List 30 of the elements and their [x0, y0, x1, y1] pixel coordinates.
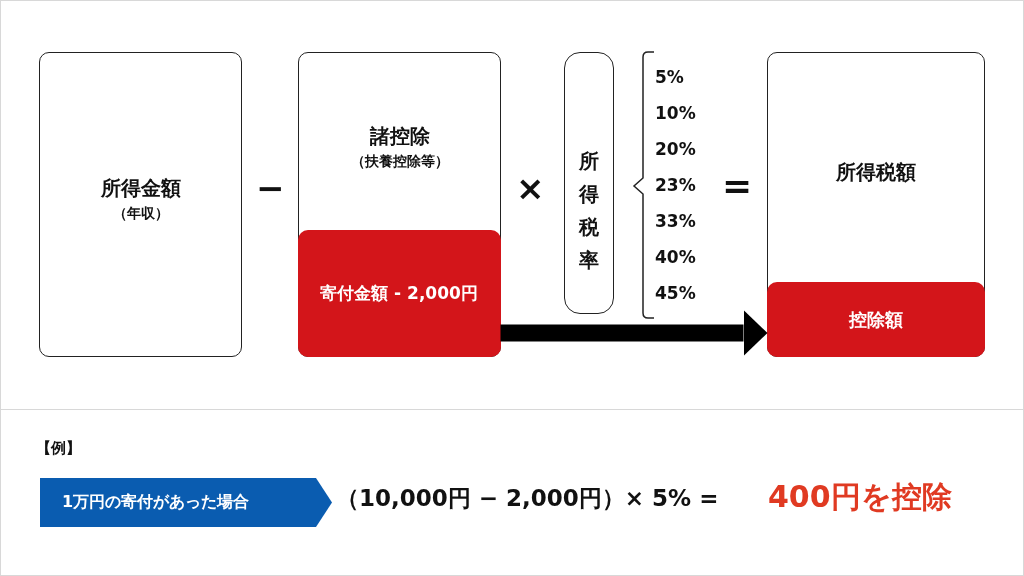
income-box: [39, 52, 242, 357]
example-heading: 【例】: [36, 440, 81, 457]
formula-text: （10,000円 − 2,000円）× 5% =: [336, 486, 719, 512]
rate-text: 45%: [655, 284, 696, 303]
times-sign: ×: [516, 170, 545, 208]
subheading-text: （年収）: [111, 205, 170, 223]
result-text: 400円を控除: [768, 480, 952, 513]
arrow: [500, 310, 768, 356]
equals-sign: =: [722, 166, 753, 206]
rate-text: 23%: [655, 176, 696, 195]
subheading-text: （扶養控除等）: [349, 153, 450, 171]
tax-rate-box: [564, 52, 614, 314]
box-text: 控除額: [848, 307, 903, 332]
income-tax-box: [767, 52, 985, 357]
heading-text: 所得金額: [99, 175, 182, 202]
box-text: 寄付金額 - 2,000円: [320, 282, 478, 305]
rate-text: 10%: [655, 104, 696, 123]
deductions-box: [298, 52, 501, 357]
rate-text: 40%: [655, 248, 696, 267]
donation-box: [297, 230, 501, 357]
rate-text: 33%: [655, 212, 696, 231]
rate-text: 20%: [655, 140, 696, 159]
banner-text: 1万円の寄付があった場合: [62, 492, 250, 513]
deduction-box: [766, 282, 985, 357]
heading-text: 諸控除: [368, 123, 431, 150]
heading-text: 所得税率: [579, 148, 600, 274]
heading-text: 所得税額: [835, 159, 917, 186]
case-banner: [40, 478, 332, 527]
rate-text: 5%: [655, 68, 684, 87]
minus-sign: −: [256, 170, 285, 208]
